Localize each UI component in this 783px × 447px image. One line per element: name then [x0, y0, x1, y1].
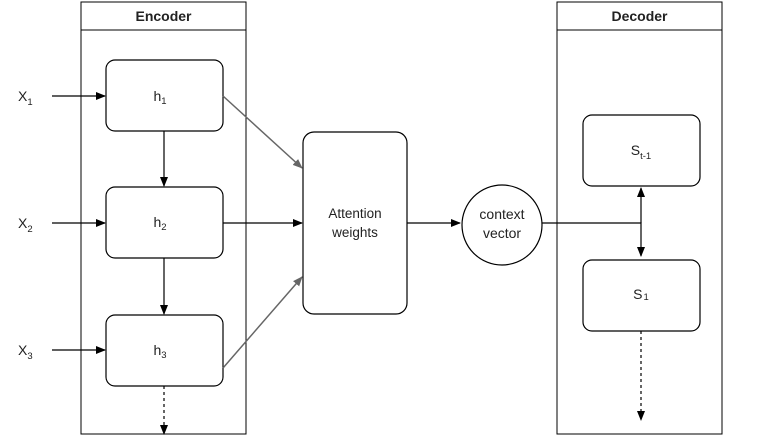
- svg-text:h2: h2: [153, 214, 166, 233]
- decoder-state-st-1: St-1: [582, 114, 701, 187]
- input-x2-main: X: [18, 215, 28, 231]
- attention-line2: weights: [331, 225, 378, 240]
- input-x3-sub: 3: [27, 351, 32, 362]
- attention-line1: Attention: [328, 206, 381, 221]
- h2-sub: 2: [161, 222, 166, 233]
- s1-sub: 1: [644, 292, 649, 303]
- decoder-container: Decoder: [556, 1, 723, 435]
- encoder-title: Encoder: [135, 8, 192, 24]
- h3-sub: 3: [161, 350, 166, 361]
- hidden-state-h1: h1: [105, 59, 224, 132]
- arrow-h3-to-attention: [222, 276, 303, 369]
- svg-text:X3: X3: [18, 342, 33, 362]
- st-1-sub: t-1: [640, 151, 651, 162]
- h1-sub: 1: [161, 96, 166, 107]
- context-vector-node: context vector: [461, 184, 543, 266]
- input-x3-main: X: [18, 342, 28, 358]
- svg-text:X2: X2: [18, 215, 33, 235]
- input-x3: X3: [18, 342, 33, 362]
- s1-main: S: [633, 286, 642, 302]
- h2-main: h: [153, 214, 161, 230]
- svg-text:h3: h3: [153, 342, 166, 361]
- h3-main: h: [153, 342, 161, 358]
- input-x1: X1: [18, 88, 33, 108]
- input-x2: X2: [18, 215, 33, 235]
- context-line2: vector: [483, 225, 521, 241]
- hidden-state-h2: h2: [105, 186, 224, 259]
- input-x1-sub: 1: [27, 97, 32, 108]
- hidden-state-h3: h3: [105, 314, 224, 387]
- svg-text:h1: h1: [153, 88, 166, 107]
- attention-weights-node: Attention weights: [302, 131, 408, 315]
- st-1-main: S: [631, 142, 640, 158]
- svg-text:S1: S1: [633, 286, 649, 303]
- input-x2-sub: 2: [27, 224, 32, 235]
- svg-text:St-1: St-1: [631, 142, 651, 162]
- svg-text:X1: X1: [18, 88, 33, 108]
- context-line1: context: [479, 206, 524, 222]
- h1-main: h: [153, 88, 161, 104]
- decoder-title: Decoder: [611, 8, 668, 24]
- decoder-state-s1: S1: [582, 259, 701, 332]
- input-x1-main: X: [18, 88, 28, 104]
- arrow-h1-to-attention: [222, 95, 303, 169]
